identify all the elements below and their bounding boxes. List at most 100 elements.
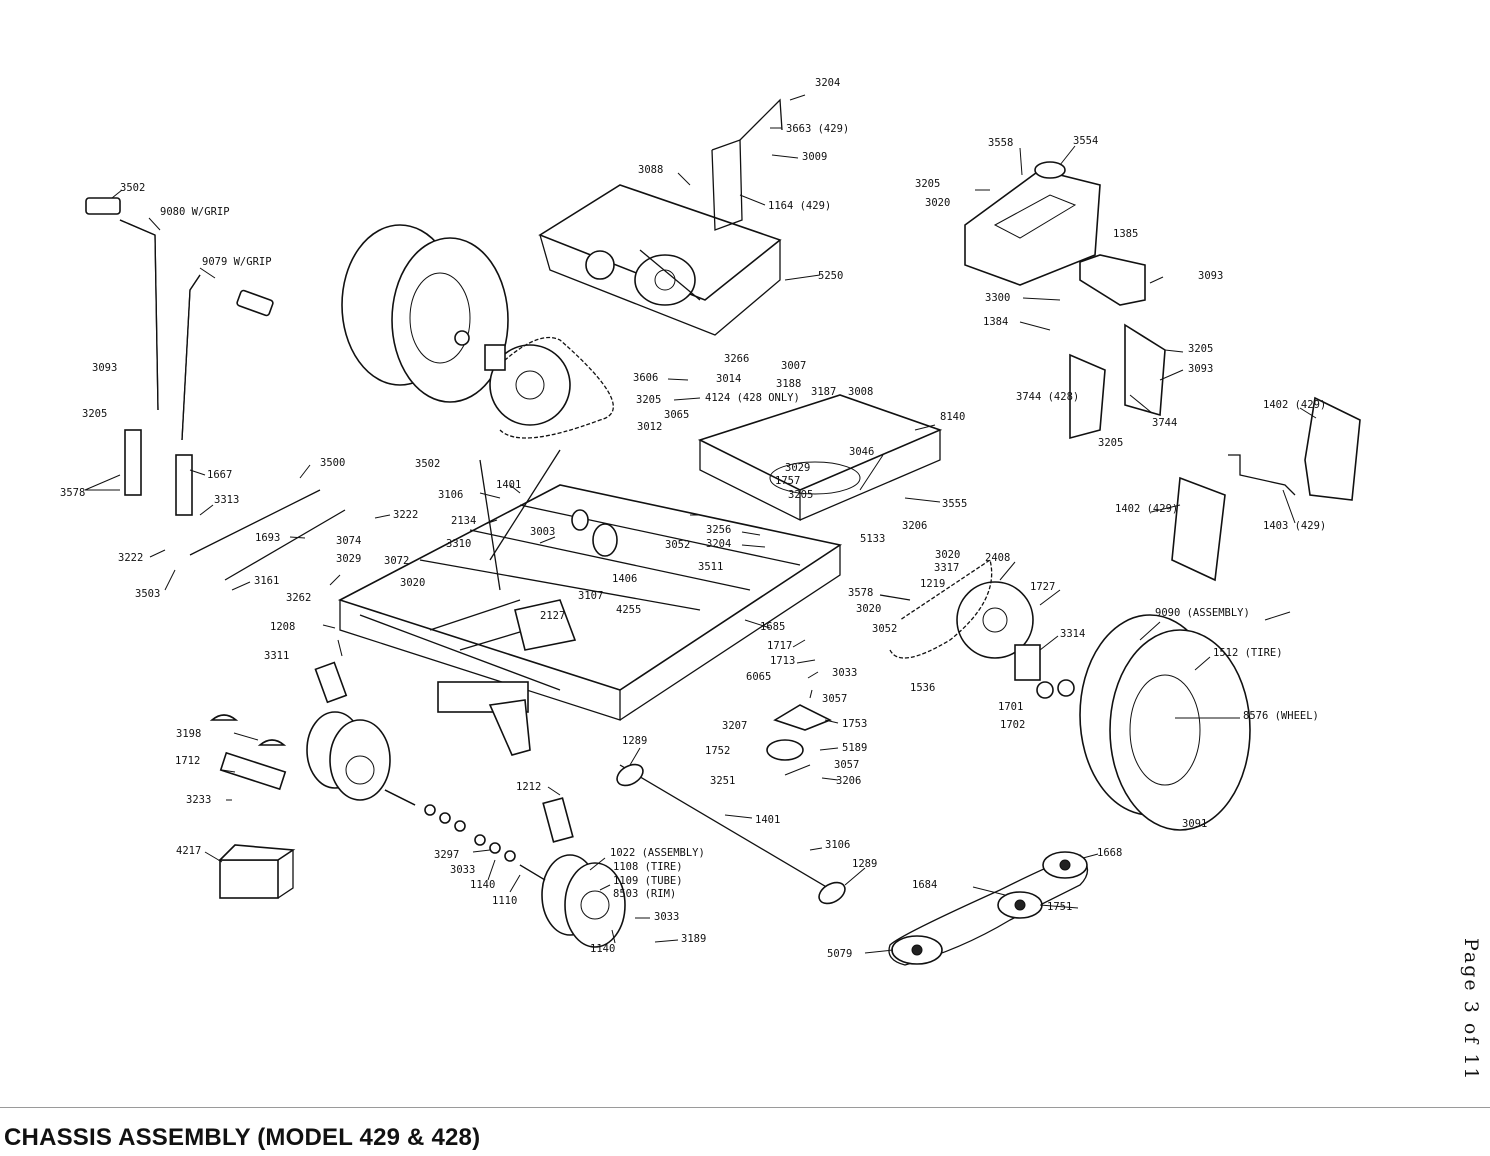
callout: 3502	[120, 182, 145, 194]
callout: 1219	[920, 578, 945, 590]
callout: 3074	[336, 535, 361, 547]
callout: 1536	[910, 682, 935, 694]
callout: 1752	[705, 745, 730, 757]
callout: 2408	[985, 552, 1010, 564]
callout: 3233	[186, 794, 211, 806]
callout: 1713	[770, 655, 795, 667]
callout: 3555	[942, 498, 967, 510]
callout: 3057	[834, 759, 859, 771]
callout: 4255	[616, 604, 641, 616]
callout: 3206	[836, 775, 861, 787]
callout: 3020	[925, 197, 950, 209]
callout: 3033	[832, 667, 857, 679]
callout: 3262	[286, 592, 311, 604]
callout: 3503	[135, 588, 160, 600]
callout: 1751	[1047, 901, 1072, 913]
callout: 1208	[270, 621, 295, 633]
callout: 3500	[320, 457, 345, 469]
callout: 3554	[1073, 135, 1098, 147]
callout: 3106	[825, 839, 850, 851]
callout: 3091	[1182, 818, 1207, 830]
callout: 3093	[1198, 270, 1223, 282]
callout: 3072	[384, 555, 409, 567]
callout: 1406	[612, 573, 637, 585]
callout: 3205	[788, 489, 813, 501]
callout: 3205	[915, 178, 940, 190]
callout: 1702	[1000, 719, 1025, 731]
callout-labels: 3204 3663 (429) 3009 3088 1164 (429) 525…	[60, 77, 1326, 960]
callout: 5250	[818, 270, 843, 282]
callout: 3297	[434, 849, 459, 861]
callout: 3161	[254, 575, 279, 587]
callout: 8140	[940, 411, 965, 423]
callout: 3205	[82, 408, 107, 420]
callout: 3502	[415, 458, 440, 470]
callout: 3207	[722, 720, 747, 732]
callout: 1401	[496, 479, 521, 491]
callout: 3256	[706, 524, 731, 536]
callout: 1108 (TIRE)	[613, 861, 683, 873]
callout: 9079 W/GRIP	[202, 256, 272, 268]
callout: 5133	[860, 533, 885, 545]
callout: 3093	[1188, 363, 1213, 375]
callout: 3606	[633, 372, 658, 384]
callout: 3029	[336, 553, 361, 565]
callout: 4124 (428 ONLY)	[705, 392, 800, 404]
callout: 3052	[872, 623, 897, 635]
callout: 1402 (429)	[1115, 503, 1178, 515]
callout: 1289	[852, 858, 877, 870]
callout: 3558	[988, 137, 1013, 149]
callout: 3744	[1152, 417, 1177, 429]
callout: 3222	[393, 509, 418, 521]
callout: 1753	[842, 718, 867, 730]
callout: 1022 (ASSEMBLY)	[610, 847, 705, 859]
callout: 3311	[264, 650, 289, 662]
callout: 3007	[781, 360, 806, 372]
callout: 3317	[934, 562, 959, 574]
callout: 3088	[638, 164, 663, 176]
callout: 3020	[935, 549, 960, 561]
callout: 3314	[1060, 628, 1085, 640]
callout: 3511	[698, 561, 723, 573]
callout: 6065	[746, 671, 771, 683]
callout: 3093	[92, 362, 117, 374]
callout: 1668	[1097, 847, 1122, 859]
callout: 1385	[1113, 228, 1138, 240]
callout: 1727	[1030, 581, 1055, 593]
callout: 9090 (ASSEMBLY)	[1155, 607, 1250, 619]
callout: 3251	[710, 775, 735, 787]
callout: 3205	[636, 394, 661, 406]
callout: 4217	[176, 845, 201, 857]
callout: 1140	[590, 943, 615, 955]
callout: 3188	[776, 378, 801, 390]
callout: 3204	[706, 538, 731, 550]
callout: 3187	[811, 386, 836, 398]
callout: 3020	[856, 603, 881, 615]
callout: 1164 (429)	[768, 200, 831, 212]
callout: 3205	[1188, 343, 1213, 355]
callout: 3578	[60, 487, 85, 499]
callout: 3020	[400, 577, 425, 589]
callout: 1110	[492, 895, 517, 907]
page-number-text: Page 3 of 11	[1460, 938, 1482, 1082]
callout: 3204	[815, 77, 840, 89]
callout: 1684	[912, 879, 937, 891]
callout: 3046	[849, 446, 874, 458]
callout: 3065	[664, 409, 689, 421]
callout: 1402 (429)	[1263, 399, 1326, 411]
callout: 3014	[716, 373, 741, 385]
callout: 1289	[622, 735, 647, 747]
callout: 3189	[681, 933, 706, 945]
callout: 3107	[578, 590, 603, 602]
callout: 9080 W/GRIP	[160, 206, 230, 218]
callout: 1140	[470, 879, 495, 891]
callout: 3300	[985, 292, 1010, 304]
callout: 1685	[760, 621, 785, 633]
callout: 2127	[540, 610, 565, 622]
callout: 2134	[451, 515, 476, 527]
callout: 3313	[214, 494, 239, 506]
callout: 3033	[654, 911, 679, 923]
callout: 1403 (429)	[1263, 520, 1326, 532]
callout: 3033	[450, 864, 475, 876]
callout: 1717	[767, 640, 792, 652]
